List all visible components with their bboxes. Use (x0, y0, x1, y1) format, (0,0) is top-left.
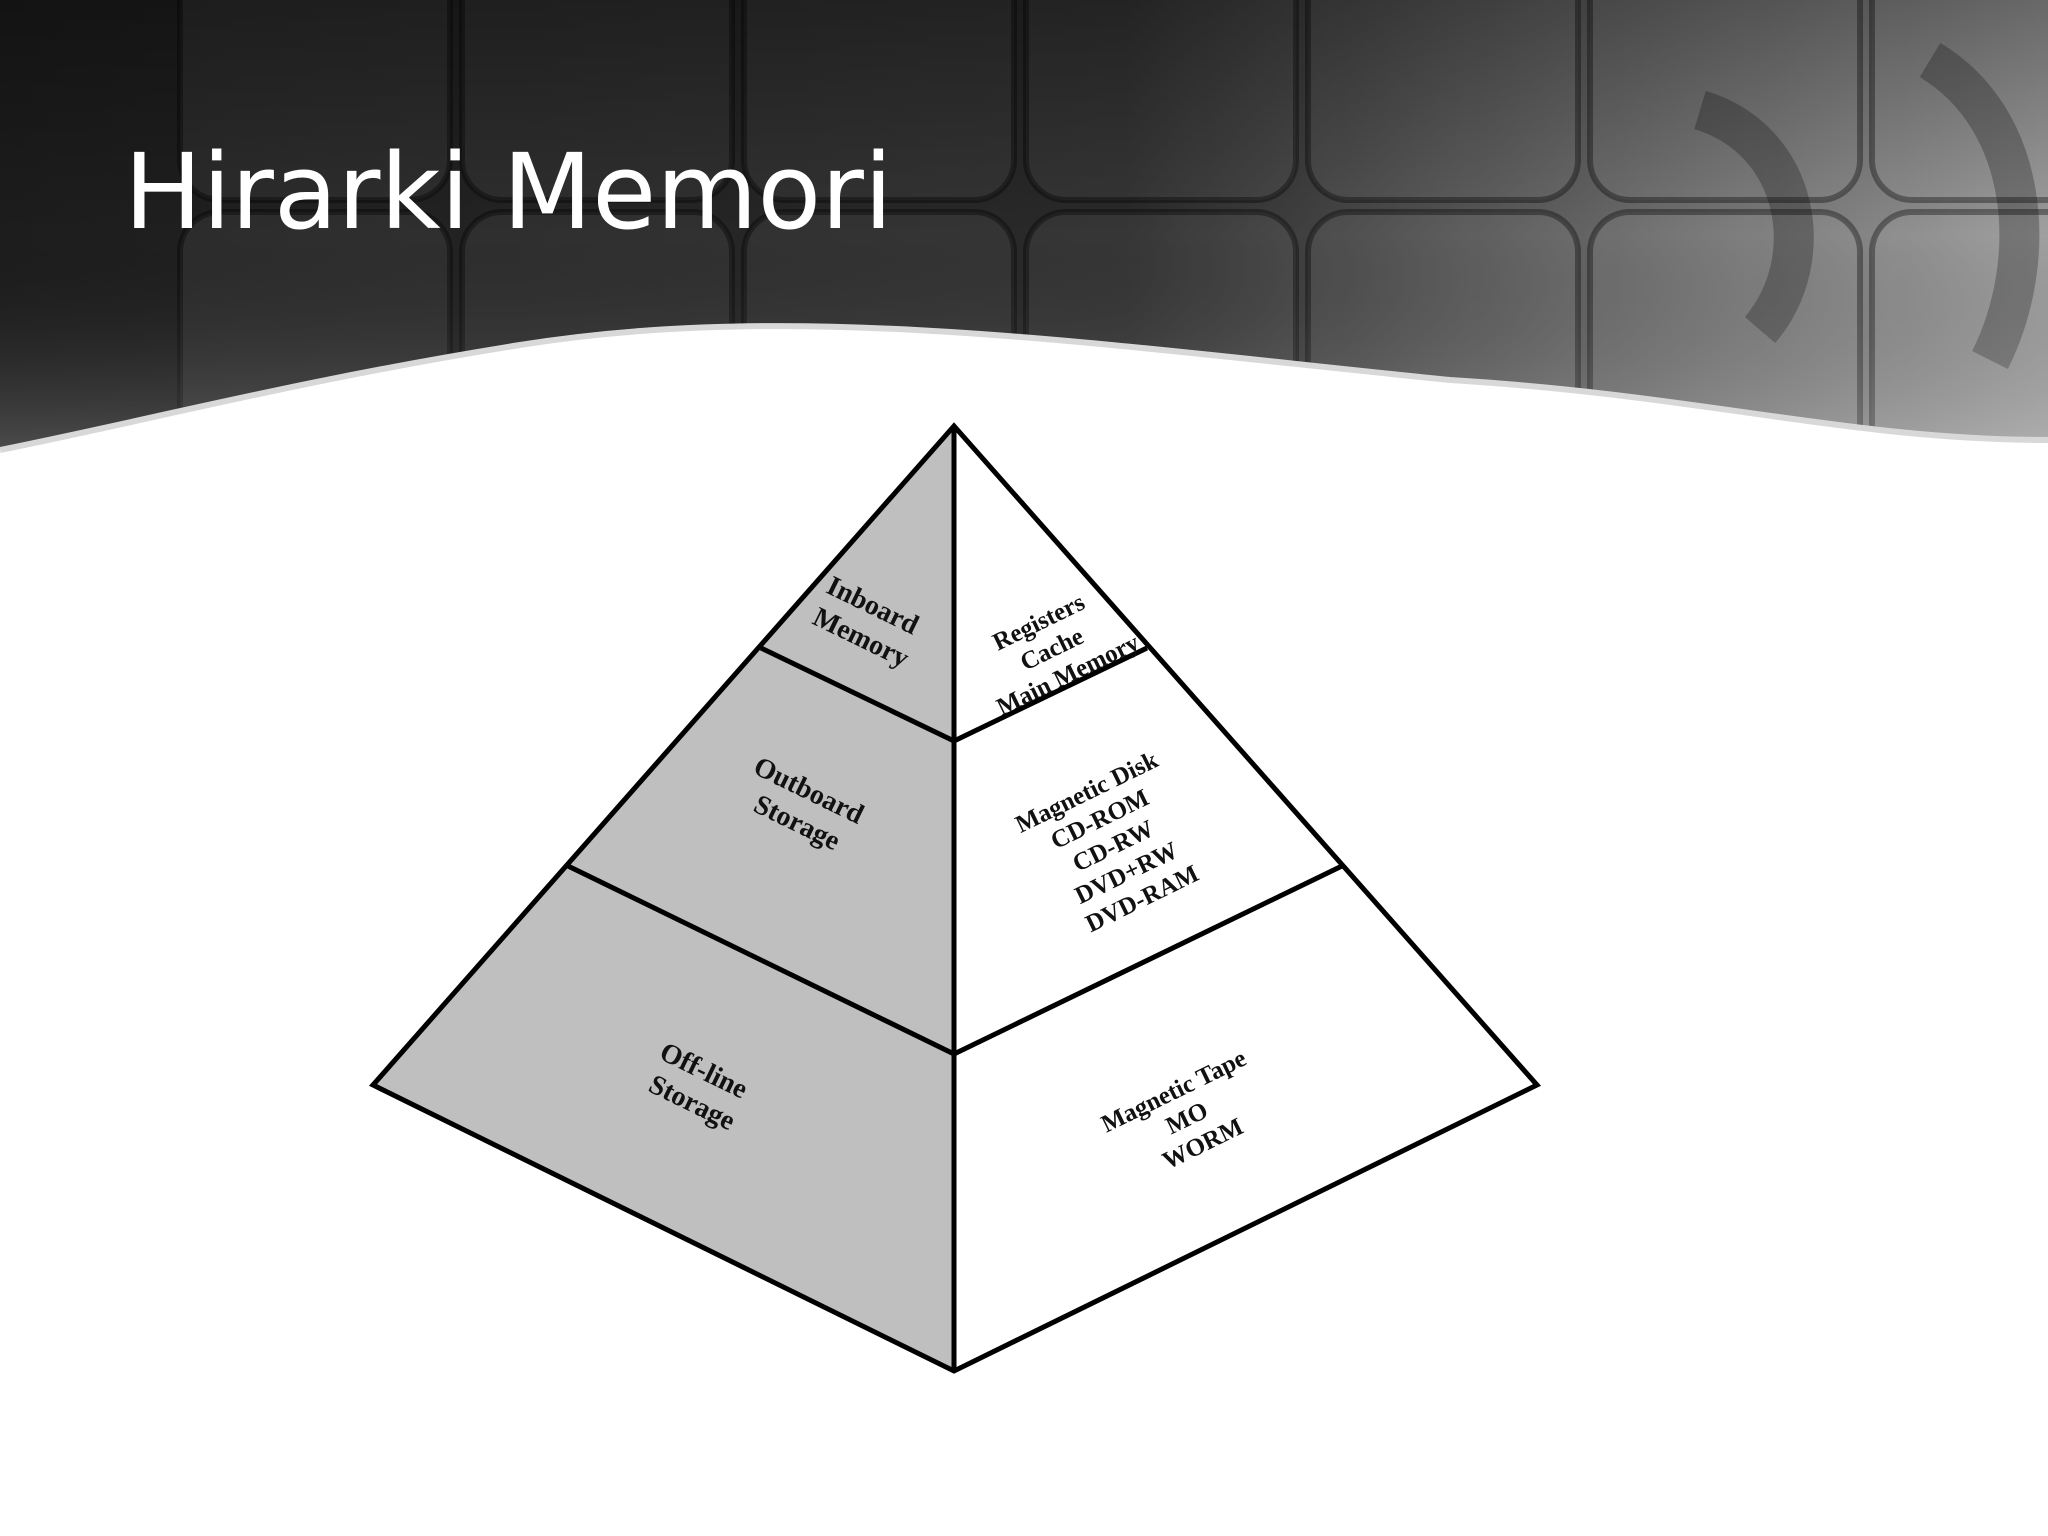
header-background (0, 0, 2048, 453)
pyramid-right-face (954, 426, 1537, 1371)
divider-inboard-left (759, 645, 956, 744)
divider-inboard-right (952, 645, 1149, 744)
slide-title: Hirarki Memori (124, 131, 893, 253)
divider-outboard-right (952, 863, 1344, 1057)
pyramid-left-face (373, 426, 954, 1371)
level-3-category: Off-line Storage (640, 1036, 759, 1138)
divider-outboard-left (566, 863, 956, 1057)
